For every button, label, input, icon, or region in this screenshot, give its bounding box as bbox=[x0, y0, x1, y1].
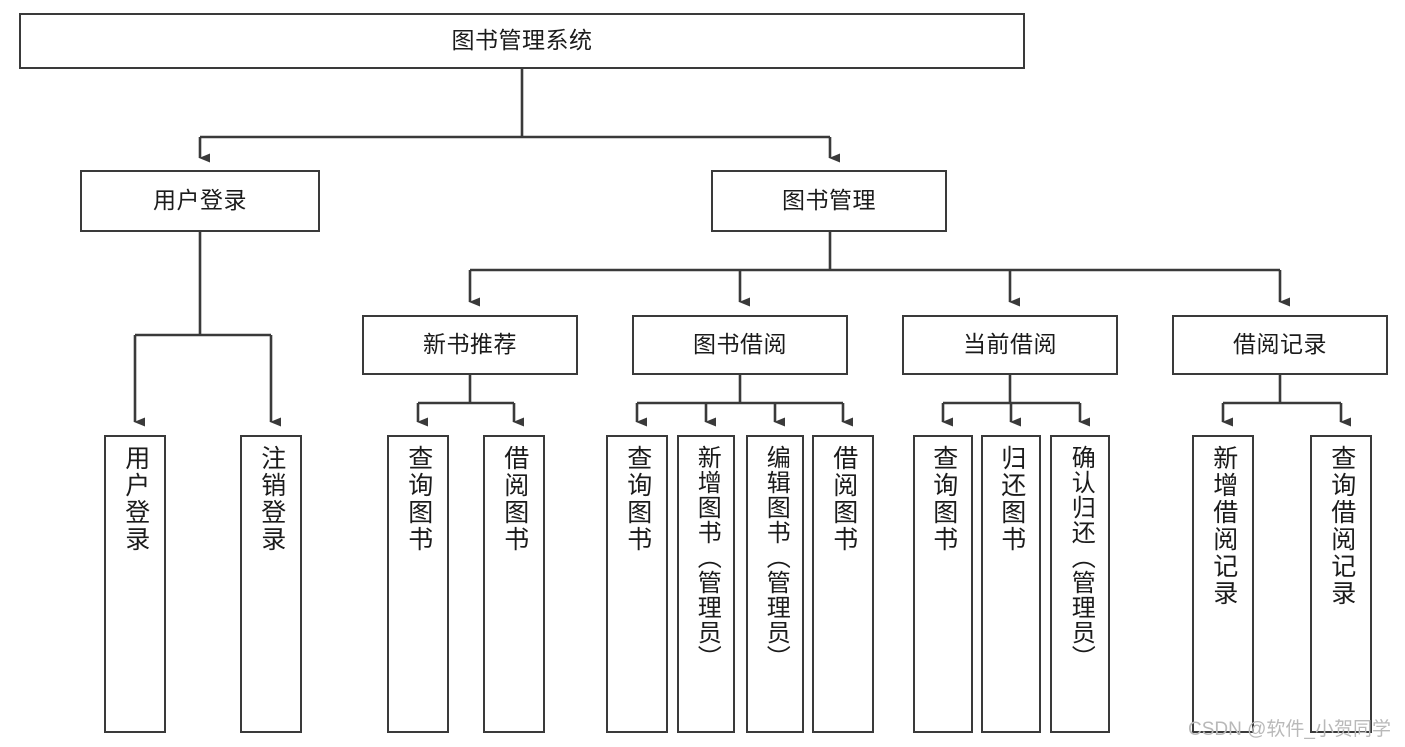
node-borrow-record[interactable]: 借阅记录 bbox=[1172, 315, 1388, 375]
leaf-user-login[interactable]: 用户登录 bbox=[104, 435, 166, 733]
leaf-query-record-label: 查询借阅记录 bbox=[1327, 445, 1356, 607]
node-book-borrow[interactable]: 图书借阅 bbox=[632, 315, 848, 375]
leaf-return-book[interactable]: 归还图书 bbox=[981, 435, 1041, 733]
leaf-user-login-label: 用户登录 bbox=[121, 445, 150, 553]
node-root[interactable]: 图书管理系统 bbox=[19, 13, 1025, 69]
leaf-add-book[interactable]: 新增图书（管理员） bbox=[677, 435, 735, 733]
node-current-borrow-label: 当前借阅 bbox=[963, 331, 1057, 358]
node-new-book-rec[interactable]: 新书推荐 bbox=[362, 315, 578, 375]
leaf-query-book-rec-label: 查询图书 bbox=[404, 445, 433, 553]
leaf-add-record[interactable]: 新增借阅记录 bbox=[1192, 435, 1254, 733]
leaf-borrow-book[interactable]: 借阅图书 bbox=[812, 435, 874, 733]
node-book-borrow-label: 图书借阅 bbox=[693, 331, 787, 358]
leaf-edit-book-label: 编辑图书（管理员） bbox=[762, 445, 790, 670]
leaf-confirm-return[interactable]: 确认归还（管理员） bbox=[1050, 435, 1110, 733]
leaf-query-book-borrow-label: 查询图书 bbox=[623, 445, 652, 553]
leaf-query-record[interactable]: 查询借阅记录 bbox=[1310, 435, 1372, 733]
leaf-return-book-label: 归还图书 bbox=[997, 445, 1026, 553]
node-root-label: 图书管理系统 bbox=[451, 27, 593, 54]
leaf-query-book-rec[interactable]: 查询图书 bbox=[387, 435, 449, 733]
leaf-borrow-book-rec-label: 借阅图书 bbox=[500, 445, 529, 553]
node-new-book-rec-label: 新书推荐 bbox=[423, 331, 517, 358]
node-user-login-label: 用户登录 bbox=[153, 187, 247, 214]
leaf-user-logout-label: 注销登录 bbox=[257, 445, 286, 553]
leaf-query-book-cur[interactable]: 查询图书 bbox=[913, 435, 973, 733]
leaf-borrow-book-rec[interactable]: 借阅图书 bbox=[483, 435, 545, 733]
leaf-user-logout[interactable]: 注销登录 bbox=[240, 435, 302, 733]
node-current-borrow[interactable]: 当前借阅 bbox=[902, 315, 1118, 375]
leaf-borrow-book-label: 借阅图书 bbox=[829, 445, 858, 553]
leaf-confirm-return-label: 确认归还（管理员） bbox=[1067, 445, 1095, 670]
node-book-manage[interactable]: 图书管理 bbox=[711, 170, 947, 232]
node-user-login[interactable]: 用户登录 bbox=[80, 170, 320, 232]
leaf-query-book-borrow[interactable]: 查询图书 bbox=[606, 435, 668, 733]
leaf-query-book-cur-label: 查询图书 bbox=[929, 445, 958, 553]
leaf-add-record-label: 新增借阅记录 bbox=[1209, 445, 1238, 607]
leaf-add-book-label: 新增图书（管理员） bbox=[693, 445, 721, 670]
node-borrow-record-label: 借阅记录 bbox=[1233, 331, 1327, 358]
csdn-watermark: CSDN @软件_小贺同学 bbox=[1188, 719, 1391, 740]
node-book-manage-label: 图书管理 bbox=[782, 187, 876, 214]
leaf-edit-book[interactable]: 编辑图书（管理员） bbox=[746, 435, 804, 733]
